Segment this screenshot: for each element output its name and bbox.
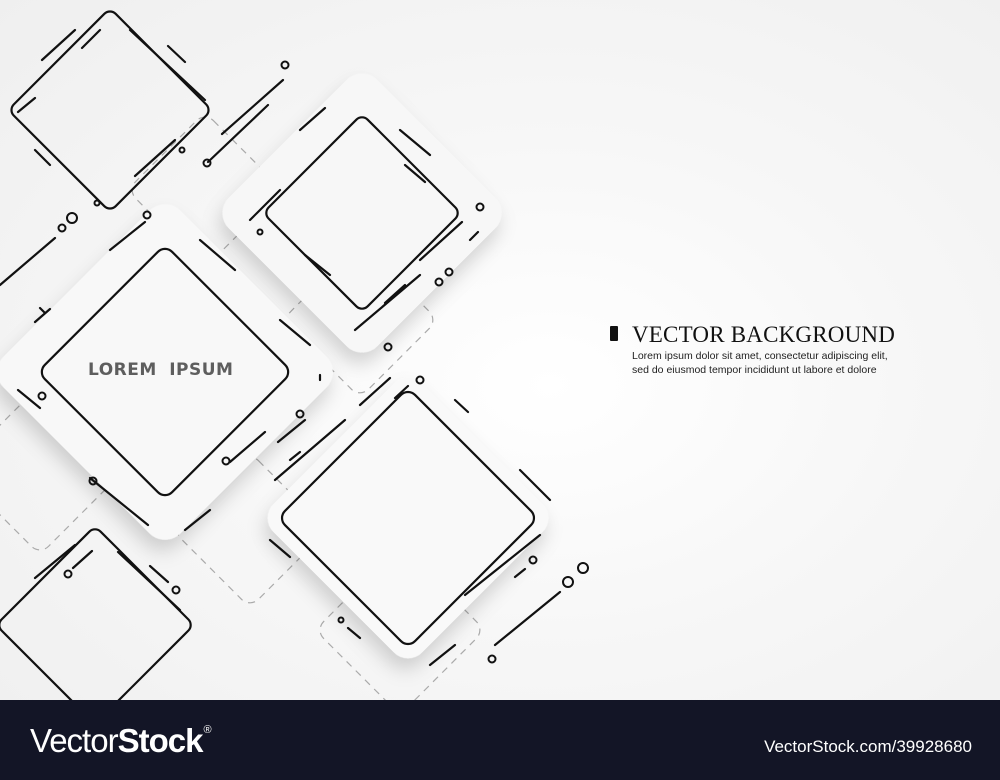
- raised-cards: [0, 73, 549, 659]
- headline-title: VECTOR BACKGROUND: [632, 322, 896, 347]
- headline-description: Lorem ipsum dolor sit amet, consectetur …: [632, 349, 888, 377]
- circle-nodes: [37, 60, 589, 664]
- geometric-diamonds-art: [0, 10, 589, 700]
- registered-icon: ®: [203, 724, 211, 736]
- line-frames: [0, 10, 562, 700]
- logo-bold: Stock: [117, 722, 204, 759]
- card-label: LOREM IPSUM: [88, 360, 234, 380]
- artwork-canvas: LOREM IPSUM VECTOR BACKGROUND Lorem ipsu…: [0, 0, 1000, 700]
- watermark-footer: VectorStock® VectorStock.com/39928680: [0, 700, 1000, 780]
- description-line-1: Lorem ipsum dolor sit amet, consectetur …: [632, 350, 888, 362]
- headline-bar-icon: [610, 326, 618, 341]
- vectorstock-logo[interactable]: VectorStock®: [30, 722, 212, 760]
- image-url-link[interactable]: VectorStock.com/39928680: [764, 737, 972, 756]
- logo-thin: Vector: [30, 722, 119, 759]
- description-line-2: sed do eiusmod tempor incididunt ut labo…: [632, 364, 877, 376]
